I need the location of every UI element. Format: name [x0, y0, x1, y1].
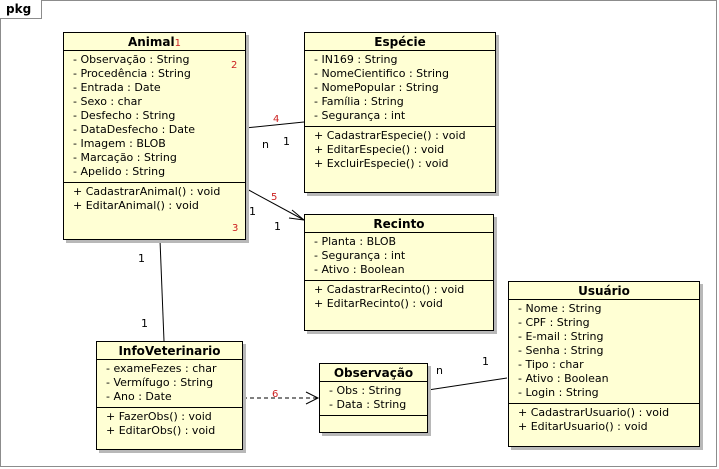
attribute: - exameFezes : char [106, 362, 217, 375]
multiplicity-animal-recinto-b: 1 [274, 220, 281, 233]
attribute: - IN169 : String [314, 53, 398, 66]
class-infoveterinario-attributes: - exameFezes : char - Vermífugo : String… [97, 360, 242, 407]
multiplicity-animal-info-a: 1 [138, 252, 145, 265]
relation-label-4: 4 [273, 114, 280, 125]
attribute: - Observação : String [73, 53, 190, 66]
class-observacao-operations [320, 415, 427, 422]
operation: + CadastrarRecinto() : void [314, 283, 465, 296]
attribute: - Ativo : Boolean [314, 263, 405, 276]
class-usuario-attributes: - Nome : String - CPF : String - E-mail … [509, 300, 699, 403]
multiplicity-animal-especie-1: 1 [283, 135, 290, 148]
operation: + CadastrarEspecie() : void [314, 129, 466, 142]
attribute: - Apelido : String [73, 165, 166, 178]
attribute: - NomeCientifico : String [314, 67, 449, 80]
attribute: - CPF : String [518, 316, 590, 329]
attribute: - Vermífugo : String [106, 376, 214, 389]
class-especie-operations: + CadastrarEspecie() : void + EditarEspe… [305, 126, 495, 174]
operation: + EditarRecinto() : void [314, 297, 443, 310]
attribute: - Tipo : char [518, 358, 584, 371]
class-infoveterinario-name: InfoVeterinario [97, 342, 242, 360]
class-recinto-operations: + CadastrarRecinto() : void + EditarReci… [305, 280, 493, 314]
attribute: - E-mail : String [518, 330, 604, 343]
operation: + FazerObs() : void [106, 410, 212, 423]
class-observacao-attributes: - Obs : String - Data : String [320, 382, 427, 415]
class-animal-name: Animal [127, 35, 175, 49]
arrowhead-recinto [288, 209, 306, 221]
package-label: pkg [0, 0, 43, 19]
operation: + CadastrarUsuario() : void [518, 406, 670, 419]
class-recinto-name: Recinto [305, 215, 493, 233]
class-recinto[interactable]: Recinto - Planta : BLOB - Segurança : in… [304, 214, 494, 331]
assoc-animal-infoveterinario [159, 239, 165, 342]
attribute: - Senha : String [518, 344, 604, 357]
attribute: - Imagem : BLOB [73, 137, 166, 150]
attribute: - Entrada : Date [73, 81, 161, 94]
marker-3: 3 [232, 223, 239, 234]
attribute: - Marcação : String [73, 151, 177, 164]
multiplicity-animal-info-b: 1 [141, 317, 148, 330]
class-observacao-name: Observação [320, 364, 427, 382]
class-infoveterinario-operations: + FazerObs() : void + EditarObs() : void [97, 407, 242, 441]
multiplicity-animal-recinto-a: 1 [249, 205, 256, 218]
class-animal-attributes: - Observação : String - Procedência : St… [64, 51, 245, 182]
relation-label-5: 5 [271, 192, 278, 203]
operation: + EditarUsuario() : void [518, 420, 648, 433]
class-animal-header: Animal1 [64, 33, 245, 51]
class-usuario-operations: + CadastrarUsuario() : void + EditarUsua… [509, 403, 699, 437]
class-especie-name: Espécie [305, 33, 495, 51]
operation: + CadastrarAnimal() : void [73, 185, 221, 198]
attribute: - Ativo : Boolean [518, 372, 609, 385]
operation: + EditarObs() : void [106, 424, 216, 437]
class-usuario[interactable]: Usuário - Nome : String - CPF : String -… [508, 281, 700, 447]
marker-1: 1 [174, 38, 182, 49]
attribute: - Segurança : int [314, 109, 406, 122]
class-usuario-name: Usuário [509, 282, 699, 300]
attribute: - Obs : String [329, 384, 402, 397]
assoc-observacao-usuario [427, 377, 508, 391]
assoc-animal-recinto [244, 187, 305, 221]
attribute: - Família : String [314, 95, 404, 108]
attribute: - Nome : String [518, 302, 602, 315]
class-especie-attributes: - IN169 : String - NomeCientifico : Stri… [305, 51, 495, 126]
operation: + EditarEspecie() : void [314, 143, 445, 156]
attribute: - NomePopular : String [314, 81, 439, 94]
attribute: - Planta : BLOB [314, 235, 397, 248]
attribute: - Ano : Date [106, 390, 172, 403]
operation: + EditarAnimal() : void [73, 199, 199, 212]
class-especie[interactable]: Espécie - IN169 : String - NomeCientific… [304, 32, 496, 193]
marker-2: 2 [231, 60, 238, 71]
attribute: - Segurança : int [314, 249, 406, 262]
operation: + ExcluirEspecie() : void [314, 157, 449, 170]
multiplicity-animal-especie-n: n [262, 138, 269, 151]
assoc-animal-especie [244, 121, 305, 129]
class-observacao[interactable]: Observação - Obs : String - Data : Strin… [319, 363, 428, 433]
attribute: - Procedência : String [73, 67, 191, 80]
arrowhead-observacao [305, 391, 320, 405]
relation-label-6: 6 [272, 389, 279, 400]
class-infoveterinario[interactable]: InfoVeterinario - exameFezes : char - Ve… [96, 341, 243, 450]
attribute: - DataDesfecho : Date [73, 123, 196, 136]
class-animal-operations: + CadastrarAnimal() : void + EditarAnima… [64, 182, 245, 216]
attribute: - Desfecho : String [73, 109, 176, 122]
multiplicity-observacao-usuario-1: 1 [482, 355, 489, 368]
class-recinto-attributes: - Planta : BLOB - Segurança : int - Ativ… [305, 233, 493, 280]
attribute: - Data : String [329, 398, 407, 411]
class-animal[interactable]: Animal1 - Observação : String - Procedên… [63, 32, 246, 240]
multiplicity-observacao-usuario-n: n [436, 364, 443, 377]
attribute: - Sexo : char [73, 95, 142, 108]
attribute: - Login : String [518, 386, 599, 399]
